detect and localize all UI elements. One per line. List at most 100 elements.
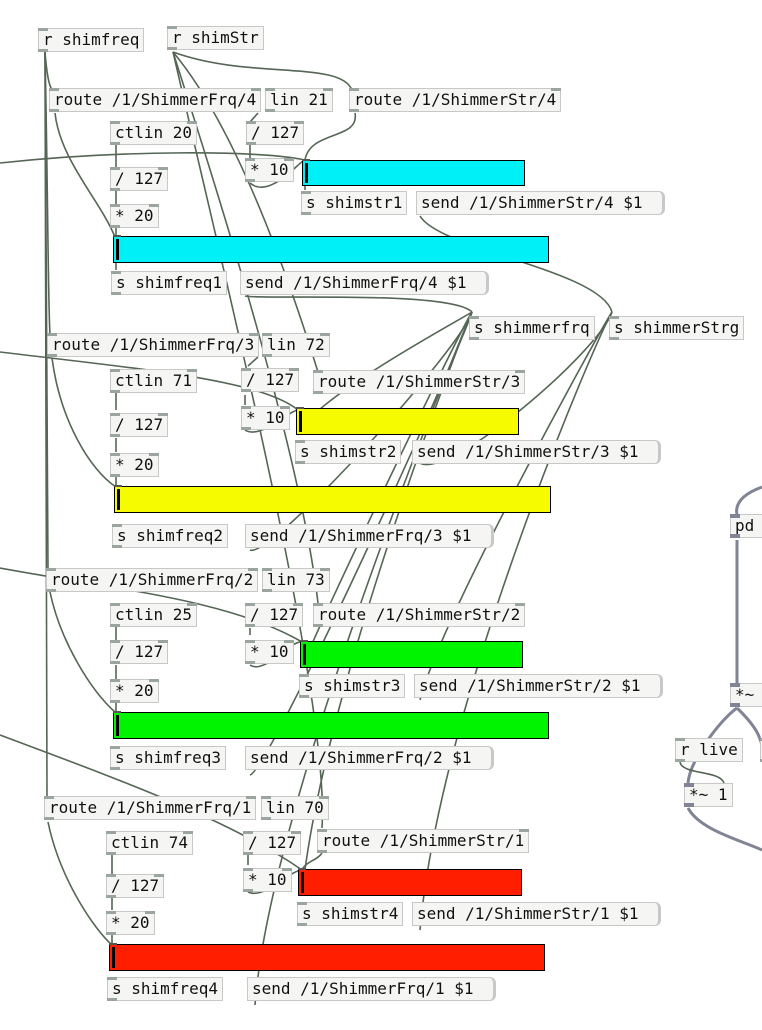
- send-shimmerstr-3-message[interactable]: send /1/ShimmerStr/3 $1: [412, 440, 661, 464]
- object-label: route /1/ShimmerStr/4: [354, 90, 557, 109]
- shimmerstr-4-slider[interactable]: [302, 159, 525, 186]
- pd-subpatch-object[interactable]: pd: [730, 514, 762, 538]
- send-shimmerfrq-3-message[interactable]: send /1/ShimmerFrq/3 $1: [245, 524, 494, 548]
- route-shimmerfrq-3-object[interactable]: route /1/ShimmerFrq/3: [47, 333, 260, 357]
- ctlin-74-object[interactable]: ctlin 74: [106, 831, 194, 855]
- message-label: send /1/ShimmerFrq/1 $1: [252, 979, 474, 998]
- s-shimfreq4-object[interactable]: s shimfreq4: [107, 977, 223, 1001]
- object-label: * 20: [111, 913, 150, 932]
- object-label: s shimfreq4: [112, 979, 218, 998]
- r-live-object[interactable]: r live: [675, 738, 743, 762]
- div-127-object[interactable]: / 127: [110, 167, 169, 191]
- div-127-object[interactable]: / 127: [243, 831, 302, 855]
- slider-knob[interactable]: [116, 239, 119, 260]
- s-shimfreq3-object[interactable]: s shimfreq3: [110, 746, 226, 770]
- div-127-object[interactable]: / 127: [245, 603, 304, 627]
- route-shimmerfrq-2-object[interactable]: route /1/ShimmerFrq/2: [46, 568, 259, 592]
- object-label: * 10: [250, 642, 289, 661]
- object-label: route /1/ShimmerFrq/3: [52, 335, 255, 354]
- mul-tilde-object[interactable]: *~: [730, 683, 762, 707]
- s-shimstr1-object[interactable]: s shimstr1: [301, 191, 408, 215]
- slider-knob[interactable]: [299, 411, 302, 432]
- s-shimstr4-object[interactable]: s shimstr4: [297, 902, 404, 926]
- mul-20-object[interactable]: * 20: [110, 679, 159, 703]
- div-127-object[interactable]: / 127: [110, 640, 169, 664]
- cord: [419, 215, 613, 313]
- cord: [679, 761, 725, 784]
- mul-10-object[interactable]: * 10: [243, 868, 292, 892]
- object-label: s shimfreq1: [116, 273, 222, 292]
- lin-70-object[interactable]: lin 70: [261, 796, 329, 820]
- object-label: / 127: [251, 123, 300, 142]
- mul-20-object[interactable]: * 20: [110, 453, 159, 477]
- s-shimfreq2-object[interactable]: s shimfreq2: [112, 524, 228, 548]
- lin-72-object[interactable]: lin 72: [262, 333, 330, 357]
- send-shimmerfrq-1-message[interactable]: send /1/ShimmerFrq/1 $1: [247, 977, 496, 1001]
- object-label: lin 21: [270, 90, 328, 109]
- s-shimmerstrg-object[interactable]: s shimmerStrg: [609, 316, 745, 340]
- offscreen-object[interactable]: [760, 738, 762, 762]
- object-label: route /1/ShimmerStr/3: [318, 372, 521, 391]
- route-shimmerfrq-1-object[interactable]: route /1/ShimmerFrq/1: [44, 796, 257, 820]
- mul-20-object[interactable]: * 20: [106, 911, 155, 935]
- div-127-object[interactable]: / 127: [241, 368, 300, 392]
- s-shimstr3-object[interactable]: s shimstr3: [299, 674, 406, 698]
- mul-20-object[interactable]: * 20: [110, 204, 159, 228]
- object-label: lin 73: [267, 570, 325, 589]
- mul-10-object[interactable]: * 10: [245, 158, 294, 182]
- route-shimmerfrq-4-object[interactable]: route /1/ShimmerFrq/4: [49, 88, 262, 112]
- shimmerfrq-3-slider[interactable]: [114, 485, 551, 513]
- object-label: / 127: [246, 370, 295, 389]
- shimmerstr-3-slider[interactable]: [296, 407, 519, 435]
- message-label: send /1/ShimmerFrq/3 $1: [250, 526, 472, 545]
- ctlin-71-object[interactable]: ctlin 71: [110, 369, 198, 393]
- object-label: / 127: [115, 415, 164, 434]
- send-shimmerfrq-4-message[interactable]: send /1/ShimmerFrq/4 $1: [240, 271, 489, 295]
- mul-10-object[interactable]: * 10: [245, 640, 294, 664]
- send-shimmerstr-2-message[interactable]: send /1/ShimmerStr/2 $1: [414, 674, 663, 698]
- s-shimstr2-object[interactable]: s shimstr2: [295, 440, 402, 464]
- r-shimfreq-object[interactable]: r shimfreq: [38, 28, 145, 52]
- send-shimmerstr-1-message[interactable]: send /1/ShimmerStr/1 $1: [412, 902, 661, 926]
- div-127-object[interactable]: / 127: [110, 413, 169, 437]
- slider-knob[interactable]: [112, 947, 115, 968]
- ctlin-20-object[interactable]: ctlin 20: [110, 121, 198, 145]
- mul-tilde-1-object[interactable]: *~ 1: [684, 783, 733, 807]
- shimmerstr-2-slider[interactable]: [300, 640, 523, 668]
- slider-knob[interactable]: [305, 163, 308, 183]
- object-label: *~: [735, 685, 755, 704]
- route-shimmerstr-3-object[interactable]: route /1/ShimmerStr/3: [313, 370, 526, 394]
- s-shimfreq1-object[interactable]: s shimfreq1: [111, 271, 227, 295]
- object-label: * 10: [250, 160, 289, 179]
- div-127-object[interactable]: / 127: [246, 121, 305, 145]
- route-shimmerstr-2-object[interactable]: route /1/ShimmerStr/2: [313, 603, 526, 627]
- cord: [172, 51, 353, 91]
- ctlin-25-object[interactable]: ctlin 25: [110, 603, 198, 627]
- object-label: s shimmerfrq: [474, 318, 590, 337]
- slider-knob[interactable]: [117, 489, 120, 510]
- cord: [0, 152, 306, 164]
- cord: [419, 311, 613, 931]
- r-shimstr-object[interactable]: r shimStr: [167, 26, 264, 50]
- lin-21-object[interactable]: lin 21: [265, 88, 333, 112]
- shimmerfrq-2-slider[interactable]: [113, 711, 549, 739]
- object-label: s shimstr2: [300, 442, 397, 461]
- slider-knob[interactable]: [116, 715, 119, 736]
- audio-cord: [735, 485, 762, 516]
- shimmerstr-1-slider[interactable]: [298, 868, 522, 896]
- div-127-object[interactable]: / 127: [106, 874, 165, 898]
- shimmerfrq-4-slider[interactable]: [113, 235, 549, 263]
- lin-73-object[interactable]: lin 73: [262, 568, 330, 592]
- send-shimmerstr-4-message[interactable]: send /1/ShimmerStr/4 $1: [416, 191, 665, 215]
- route-shimmerstr-1-object[interactable]: route /1/ShimmerStr/1: [317, 829, 530, 853]
- send-shimmerfrq-2-message[interactable]: send /1/ShimmerFrq/2 $1: [245, 746, 494, 770]
- slider-knob[interactable]: [301, 872, 304, 893]
- cord: [249, 112, 259, 123]
- slider-knob[interactable]: [303, 644, 306, 665]
- mul-10-object[interactable]: * 10: [241, 406, 290, 430]
- s-shimmerfrq-object[interactable]: s shimmerfrq: [469, 316, 595, 340]
- route-shimmerstr-4-object[interactable]: route /1/ShimmerStr/4: [349, 88, 562, 112]
- shimmerfrq-1-slider[interactable]: [109, 943, 545, 971]
- object-label: route /1/ShimmerFrq/1: [49, 798, 252, 817]
